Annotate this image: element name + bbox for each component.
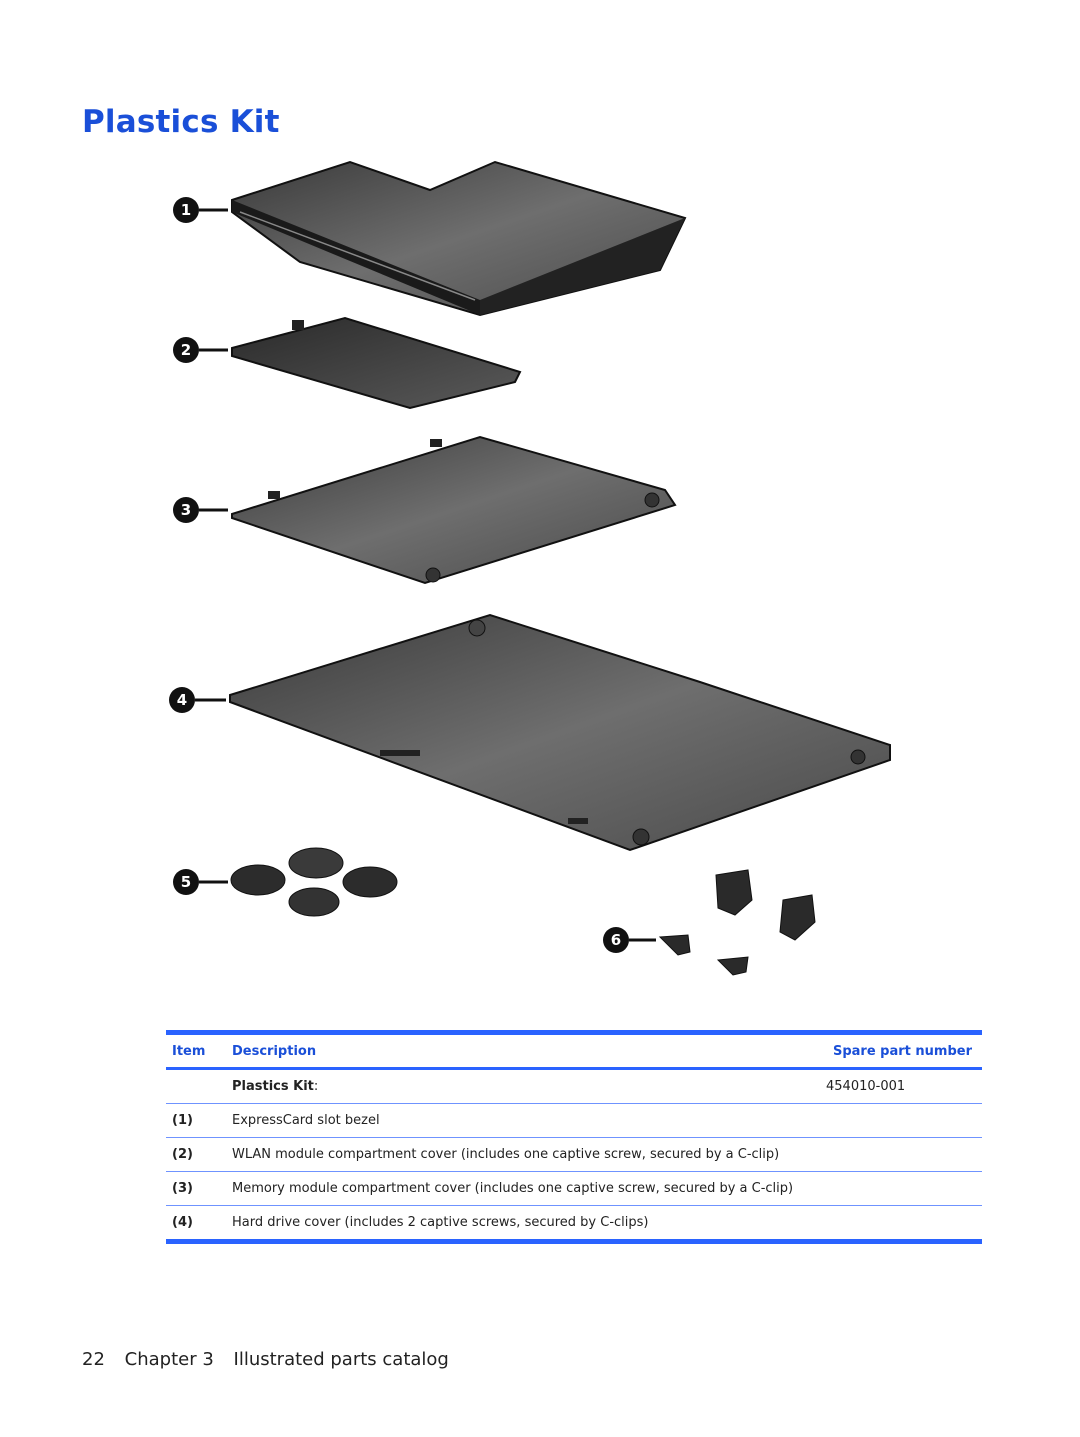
table-cell-item: (2) (166, 1137, 226, 1172)
svg-text:5: 5 (181, 873, 191, 891)
header-description: Description (232, 1043, 317, 1059)
table-row: (2) WLAN module compartment cover (inclu… (166, 1137, 982, 1172)
callout-2: 2 (173, 337, 228, 363)
header-item: Item (172, 1043, 206, 1059)
callout-1: 1 (173, 197, 228, 223)
kit-label: Plastics Kit (232, 1079, 314, 1094)
svg-text:2: 2 (181, 341, 191, 359)
part-wlan-cover (231, 316, 522, 410)
table-cell-description: Plastics Kit: (226, 1068, 812, 1104)
table-row: (3) Memory module compartment cover (inc… (166, 1171, 982, 1206)
table-header-row: Item Description Spare part number (166, 1032, 982, 1069)
callout-5: 5 (173, 869, 228, 895)
header-spare-part-number: Spare part number (832, 1043, 972, 1059)
kit-label-colon: : (313, 1079, 319, 1094)
table-cell-description: Hard drive cover (includes 2 captive scr… (226, 1205, 812, 1244)
exploded-parts-illustration: 1 2 3 4 (169, 160, 891, 976)
table-cell-spare-part (812, 1171, 982, 1206)
part-expresscard-bezel (231, 160, 687, 317)
table-row: (1) ExpressCard slot bezel (166, 1103, 982, 1138)
table-cell-spare-part: 454010-001 (812, 1068, 982, 1104)
table-row: (4) Hard drive cover (includes 2 captive… (166, 1205, 982, 1244)
table-cell-item: (3) (166, 1171, 226, 1206)
callout-3: 3 (173, 497, 228, 523)
svg-text:4: 4 (177, 691, 187, 709)
table-row: Plastics Kit: 454010-001 (166, 1068, 982, 1104)
table-cell-description: Memory module compartment cover (include… (226, 1171, 812, 1206)
callout-6: 6 (603, 927, 656, 953)
table-cell-item (166, 1068, 226, 1104)
svg-text:1: 1 (181, 201, 191, 219)
table-cell-description: ExpressCard slot bezel (226, 1103, 812, 1138)
table-cell-item: (1) (166, 1103, 226, 1138)
svg-text:3: 3 (181, 501, 191, 519)
table-cell-description: WLAN module compartment cover (includes … (226, 1137, 812, 1172)
part-rubber-feet (230, 847, 398, 917)
part-small-clips (658, 869, 816, 976)
table-cell-item: (4) (166, 1205, 226, 1244)
table-cell-spare-part (812, 1137, 982, 1172)
callout-4: 4 (169, 687, 226, 713)
page-number: 22 (82, 1349, 105, 1370)
table-cell-spare-part (812, 1103, 982, 1138)
table-cell-spare-part (812, 1205, 982, 1244)
part-memory-cover (231, 435, 677, 585)
chapter-title: Illustrated parts catalog (233, 1349, 449, 1370)
page-title: Plastics Kit (82, 104, 280, 140)
parts-table: Item Description Spare part number Plast… (166, 1030, 982, 1244)
svg-text:6: 6 (611, 931, 621, 949)
page-footer: 22 Chapter 3 Illustrated parts catalog (82, 1349, 463, 1370)
chapter-label: Chapter 3 (124, 1349, 214, 1370)
part-hard-drive-cover (229, 613, 891, 852)
